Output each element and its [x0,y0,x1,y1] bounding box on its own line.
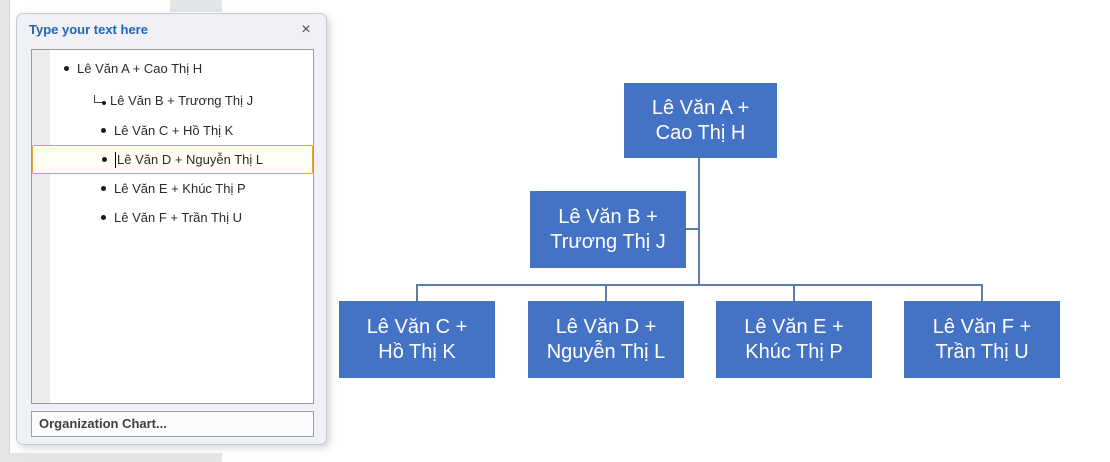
dot-bullet-icon [101,128,106,133]
connector-assistant [686,228,700,230]
list-gutter [32,50,50,403]
node-text-line1: Lê Văn B + [558,205,658,228]
list-item[interactable]: Lê Văn A + Cao Thị H [32,52,313,85]
list-item[interactable]: Lê Văn F + Trần Thị U [32,203,313,232]
app-bottom-edge-fragment [0,453,222,462]
dot-bullet-icon [101,186,106,191]
list-item[interactable]: Lê Văn E + Khúc Thị P [32,174,313,203]
connector-root-vertical [698,158,700,286]
node-text-line1: Lê Văn C + [366,315,468,338]
node-text-line1: Lê Văn E + [744,315,844,338]
org-node-root[interactable]: Lê Văn A + Cao Thị H [624,83,777,158]
node-text-line2: Cao Thị H [655,121,746,144]
text-pane-header: Type your text here × [17,14,326,48]
list-item-selected[interactable]: Lê Văn D + Nguyễn Thị L [32,145,313,174]
text-pane-list[interactable]: Lê Văn A + Cao Thị H Lê Văn B + Trương T… [31,49,314,404]
dot-bullet-icon [101,215,106,220]
app-top-edge-fragment [170,0,222,12]
org-node-child[interactable]: Lê Văn F + Trần Thị U [904,301,1060,378]
node-text-line1: Lê Văn A + [651,96,750,119]
node-text-line2: Trần Thị U [935,340,1029,363]
connector-horizontal [416,284,983,286]
list-item-label: Lê Văn E + Khúc Thị P [114,181,246,196]
node-text-line2: Khúc Thị P [745,340,843,363]
node-text-line1: Lê Văn D + [555,315,657,338]
connector-drop [793,286,795,301]
layout-name-label: Organization Chart... [39,416,167,431]
assistant-arrow-icon [94,94,106,105]
close-icon[interactable]: × [301,21,311,38]
layout-name-box: Organization Chart... [31,411,314,437]
text-pane-title: Type your text here [29,22,148,37]
list-item-label: Lê Văn A + Cao Thị H [77,61,203,76]
org-node-child[interactable]: Lê Văn C + Hồ Thị K [339,301,495,378]
list-item[interactable]: Lê Văn B + Trương Thị J [32,85,313,116]
connector-drop [416,286,418,301]
org-node-child[interactable]: Lê Văn E + Khúc Thị P [716,301,872,378]
node-text-line2: Nguyễn Thị L [546,340,666,363]
org-node-assistant[interactable]: Lê Văn B + Trương Thị J [530,191,686,268]
connector-drop [605,286,607,301]
node-text-line1: Lê Văn F + [932,315,1032,338]
list-item-label: Lê Văn C + Hồ Thị K [114,123,234,138]
list-item-label: Lê Văn F + Trần Thị U [114,210,243,225]
text-cursor [115,151,116,168]
org-node-child[interactable]: Lê Văn D + Nguyễn Thị L [528,301,684,378]
node-text-line2: Trương Thị J [550,230,666,253]
text-pane: Type your text here × Lê Văn A + Cao Thị… [16,13,327,445]
dot-bullet-icon [64,66,69,71]
node-text-line2: Hồ Thị K [378,340,456,363]
list-item-label: Lê Văn B + Trương Thị J [110,93,254,108]
list-item[interactable]: Lê Văn C + Hồ Thị K [32,116,313,145]
connector-drop [981,286,983,301]
list-item-label: Lê Văn D + Nguyễn Thị L [117,152,264,167]
dot-bullet-icon [102,157,107,162]
app-left-edge [0,0,10,462]
